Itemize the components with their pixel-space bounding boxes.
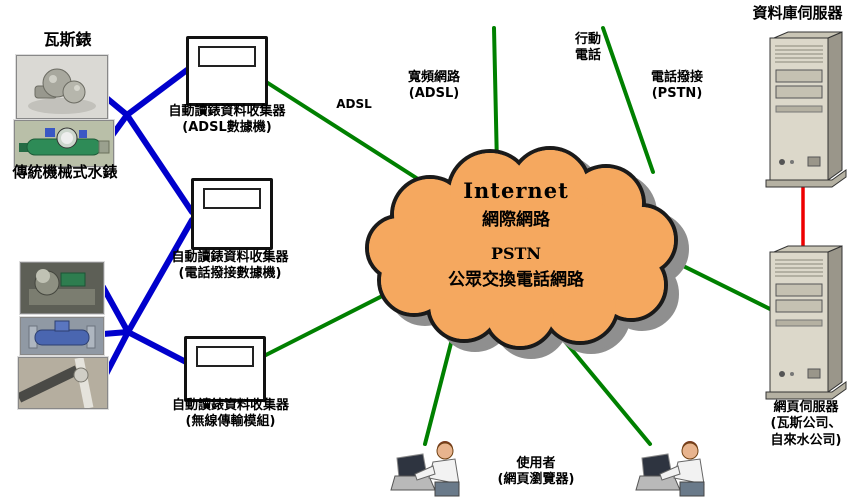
users-label: 使用者 (網頁瀏覽器) (497, 456, 575, 488)
pstn-title: PSTN (490, 244, 542, 263)
collector-box-2 (191, 178, 273, 250)
server-tower-icon (765, 245, 847, 400)
mobile-link-label: 行動 電話 (574, 32, 601, 64)
pstn-subtitle: 公眾交換電話網路 (448, 270, 584, 290)
server-tower-icon (765, 31, 847, 188)
internet-cloud (365, 146, 678, 350)
collector-box-3 (184, 336, 266, 402)
collector-1-label: 自動讀錶資料收集器 (ADSL數據機) (168, 104, 286, 136)
pipe-photo (16, 357, 108, 409)
user-2 (628, 432, 718, 502)
database-server-label: 資料庫伺服器 (752, 4, 843, 22)
adsl-link-label: ADSL (336, 97, 372, 111)
database-server (762, 30, 850, 192)
web-server-label: 網頁伺服器 (瓦斯公司、 自來水公司) (770, 400, 842, 448)
collector-box-1 (186, 36, 268, 106)
gas-meter-photo (16, 55, 108, 119)
machine-meter-photo (20, 262, 104, 314)
cloud-label: Internet 網際網路 PSTN 公眾交換電話網路 (400, 178, 632, 290)
collector-box-1-display (197, 46, 257, 67)
collector-2-label: 自動讀錶資料收集器 (電話撥接數據機) (171, 250, 289, 282)
user-at-computer-icon (635, 441, 705, 497)
flow-meter-icon (21, 318, 103, 354)
collector-box-3-display (195, 346, 255, 367)
water-meter-photo (14, 120, 114, 167)
water-meter-icon (15, 121, 113, 166)
web-server (762, 244, 850, 404)
user-1 (383, 432, 473, 502)
gas-meter-label: 瓦斯錶 (43, 30, 92, 49)
user-at-computer-icon (390, 441, 460, 497)
broadband-link-label: 寬頻網路 (ADSL) (407, 70, 460, 102)
dialup-link-label: 電話撥接 (PSTN) (650, 70, 703, 102)
internet-title: Internet (463, 178, 569, 203)
water-meter-label: 傳統機械式水錶 (12, 163, 118, 181)
collector-3-label: 自動讀錶資料收集器 (無線傳輸模組) (171, 398, 289, 430)
collector-box-2-display (202, 188, 262, 209)
flow-meter-photo (20, 317, 104, 355)
machine-meter-icon (21, 263, 103, 313)
gas-meter-icon (17, 56, 107, 118)
internet-subtitle: 網際網路 (482, 210, 550, 230)
pipe-icon (16, 357, 107, 409)
